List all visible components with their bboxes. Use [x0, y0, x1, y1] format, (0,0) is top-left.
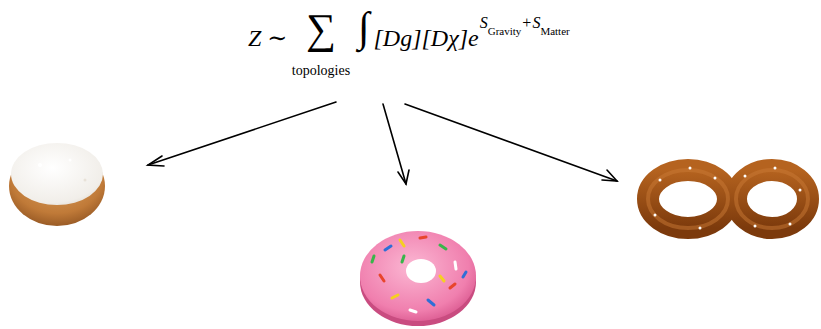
- genus-two-pretzel: [648, 167, 808, 230]
- formula-term: ∼: [267, 26, 287, 50]
- formula-term: ∑: [306, 8, 336, 50]
- arrows: [148, 102, 617, 184]
- formula-term: [Dg][Dχ]e: [374, 26, 479, 50]
- formula-term: S: [480, 15, 488, 31]
- sphere-pastry: [9, 143, 105, 226]
- formula-term: Z: [248, 26, 261, 50]
- formula-term: Matter: [540, 26, 569, 37]
- formula-term: S: [532, 15, 540, 31]
- formula-term: ∫: [358, 6, 370, 48]
- formula-term: Gravity: [488, 26, 522, 37]
- formula-term: +: [522, 15, 531, 31]
- formula-term: topologies: [292, 64, 350, 78]
- torus-donut: [360, 231, 476, 326]
